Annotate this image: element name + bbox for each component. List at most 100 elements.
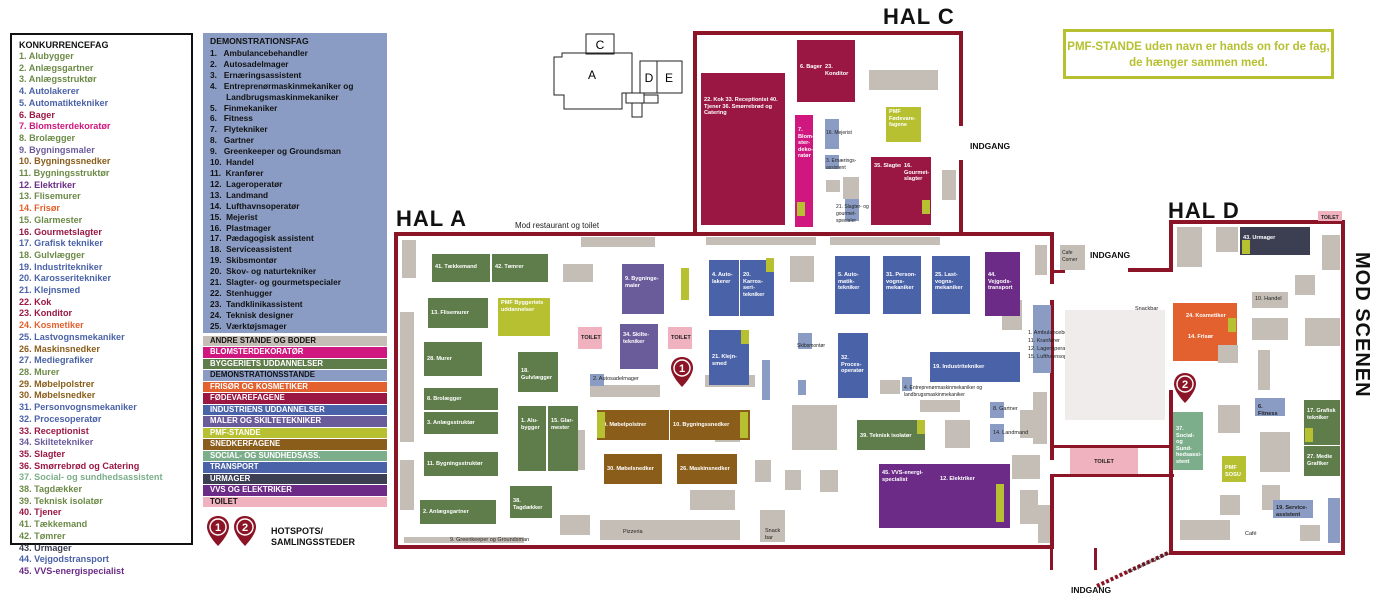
demonstrationsfag-item: 7. Flytekniker (210, 124, 268, 135)
mod-restaurant-label: Mod restaurant og toilet (515, 221, 600, 230)
wall (394, 232, 696, 236)
stand-serviceassistent[interactable]: 19. Service-assistent (1273, 500, 1313, 518)
stand-bygningsstruktor[interactable]: 11. Bygningsstruktør (424, 452, 498, 476)
hotspot-2-number: 2 (242, 522, 248, 534)
stand-vejgodstransport[interactable]: 44. Vejgods-transport (985, 252, 1020, 316)
wall (1128, 268, 1173, 272)
konkurrencefag-item: 14. Frisør (19, 203, 60, 214)
konkurrencefag-item: 3. Anlægsstruktør (19, 74, 97, 85)
booth (581, 237, 655, 247)
stand-personvognsmekaniker[interactable]: 31. Person-vogns-mekaniker (883, 256, 921, 314)
indgang-hal-d: INDGANG (1090, 250, 1131, 260)
stand-skiltetekniker[interactable]: 34. Skilte-tekniker (620, 324, 658, 369)
stand-mejerist[interactable] (825, 119, 839, 149)
stand-pmf-sosu[interactable]: PMF SOSU (1222, 456, 1246, 482)
stand-vvs-energispecialist[interactable]: 45. VVS-energi-specialist (879, 464, 927, 528)
greenkeeper-label: 9. Greenkeeper og Groundsman (450, 537, 530, 543)
stand-flisemurer[interactable]: 13. Flisemurer (428, 298, 488, 328)
booth (1038, 505, 1050, 543)
konkurrencefag-item: 19. Industritekniker (19, 261, 103, 272)
stand-teknisk-isolator[interactable]: 39. Teknisk isolatør (857, 420, 925, 450)
stand-konditor[interactable]: 23. Konditor (822, 40, 855, 102)
stand-bygningsmaler[interactable]: 9. Bygninge-maler (622, 264, 664, 314)
wall (1050, 300, 1054, 460)
stand-slagter-gourmetspecialer[interactable] (845, 195, 859, 221)
booth (1180, 520, 1230, 540)
konkurrencefag-item: 33. Receptionist (19, 425, 89, 436)
konkurrencefag-item: 37. Social- og sundhedsassistent (19, 472, 163, 483)
booth (1258, 350, 1270, 390)
stand-vaerktojsmager[interactable] (762, 360, 770, 400)
stand-murer[interactable]: 28. Murer (424, 342, 482, 376)
stand-anlaegsgartner[interactable]: 2. Anlægsgartner (420, 500, 496, 524)
wall (1050, 445, 1174, 448)
stand-tomrer[interactable]: 42. Tømrer (492, 254, 548, 282)
stand-ambulance[interactable] (1033, 305, 1051, 373)
booth (1295, 275, 1315, 295)
stand-anlaegsstruktor[interactable]: 3. Anlægsstruktør (424, 412, 498, 434)
stand-blomsterdekorator[interactable]: 7. Blom-ster-deko-ratør (795, 115, 813, 227)
wall (1169, 220, 1345, 224)
stand-maskinsnedker[interactable]: 26. Maskinsnedker (677, 454, 737, 484)
stand-automatiktekniker[interactable]: 5. Auto-matik-tekniker (835, 256, 870, 314)
wall (1053, 270, 1065, 273)
wall (1169, 220, 1173, 272)
booth (400, 312, 414, 442)
booth (843, 177, 859, 199)
stand-social-sundhed[interactable]: 37. Social-og Sund-hedsassi-stent (1173, 412, 1203, 470)
booth (1252, 318, 1288, 340)
stand-urmager[interactable]: 43. Urmager (1240, 227, 1310, 255)
konkurrencefag-item: 4. Autolakerer (19, 86, 80, 97)
booth (1252, 292, 1288, 308)
stand-fitness[interactable]: 6. Fitness (1255, 398, 1285, 416)
stand-gulvlaegger[interactable]: 18. Gulvlægger (518, 352, 558, 392)
wall (959, 160, 963, 236)
stand-gourmetslagter[interactable]: 16. Gourmet-slagter (901, 157, 931, 225)
konkurrencefag-item: 5. Automatiktekniker (19, 97, 109, 108)
stand-autosadelmager[interactable] (590, 374, 604, 386)
stand-glarmester[interactable]: 15. Glar-mester (548, 406, 578, 471)
konkurrencefag-item: 40. Tjener (19, 507, 62, 518)
stand-landmand[interactable] (990, 424, 1004, 442)
booth (1177, 227, 1202, 267)
stand-kok-receptionist[interactable]: 22. Kok 33. Receptionist 40. Tjener 36. … (701, 73, 785, 225)
stand-entreprenor[interactable] (902, 377, 912, 391)
konkurrencefag-item: 28. Murer (19, 366, 60, 377)
category-item: TOILET (203, 496, 387, 508)
demonstrationsfag-item: 8. Gartner (210, 135, 254, 146)
konkurrencefag-item: 31. Personvognsmekaniker (19, 402, 137, 413)
booth (1305, 318, 1340, 346)
stand-skov-natur[interactable] (798, 333, 812, 349)
stand-mobelsnedker[interactable]: 30. Møbelsnedker (604, 454, 662, 484)
stand-autolakerer[interactable]: 4. Auto-lakerer (709, 260, 739, 316)
konkurrencefag-item: 8. Brolægger (19, 132, 76, 143)
demonstrationsfag-item: 12. Lageroperatør (210, 178, 283, 189)
stand-alubygger[interactable]: 1. Alu-bygger (518, 406, 546, 471)
stand-tagdaekker[interactable]: 38. Tagdækker (510, 486, 552, 518)
booth (826, 180, 840, 192)
stand-plastmager[interactable] (1328, 498, 1340, 543)
konkurrencefag-item: 1. Alubygger (19, 51, 74, 61)
stand-pmf-byggeri[interactable]: PMF Byggeriets uddannelser (498, 298, 550, 336)
stand-brolaegger[interactable]: 8. Brolægger (424, 388, 498, 410)
konkurrencefag-item: 11. Bygningsstruktør (19, 168, 110, 179)
stand-mobelpolstrer[interactable]: 29. Møbelpolstrer (597, 410, 669, 440)
category-item: PMF-STANDE (203, 427, 387, 439)
stand-pmf-fodevare[interactable]: PMF Fødevare-fagene (886, 107, 921, 142)
hall-a-label: HAL A (396, 206, 467, 231)
stand-lastvognsmekaniker[interactable]: 25. Last-vogns-mekaniker (932, 256, 970, 314)
stand-ernaering[interactable] (825, 155, 839, 169)
stand-taekkemand[interactable]: 41. Tækkemand (432, 254, 490, 282)
konkurrencefag-item: 25. Lastvognsmekaniker (19, 331, 125, 342)
konkurrencefag-item: 20. Karosseritekniker (19, 273, 112, 284)
snackbar-label: Snack bar (765, 528, 781, 541)
stand-industritekniker[interactable]: 19. Industritekniker (930, 352, 1020, 382)
stand-bygningssnedker[interactable]: 10. Bygningssnedker (670, 410, 750, 440)
stand-procesoperator[interactable]: 32. Proces-operatør (838, 333, 868, 398)
booth (755, 460, 771, 482)
stand-mediegrafiker[interactable]: 27. Medie Grafiker (1304, 446, 1340, 476)
indgang-hal-c: INDGANG (970, 141, 1011, 151)
stand-teknisk-designer[interactable] (798, 380, 806, 395)
stand-gartner[interactable] (990, 402, 1004, 418)
